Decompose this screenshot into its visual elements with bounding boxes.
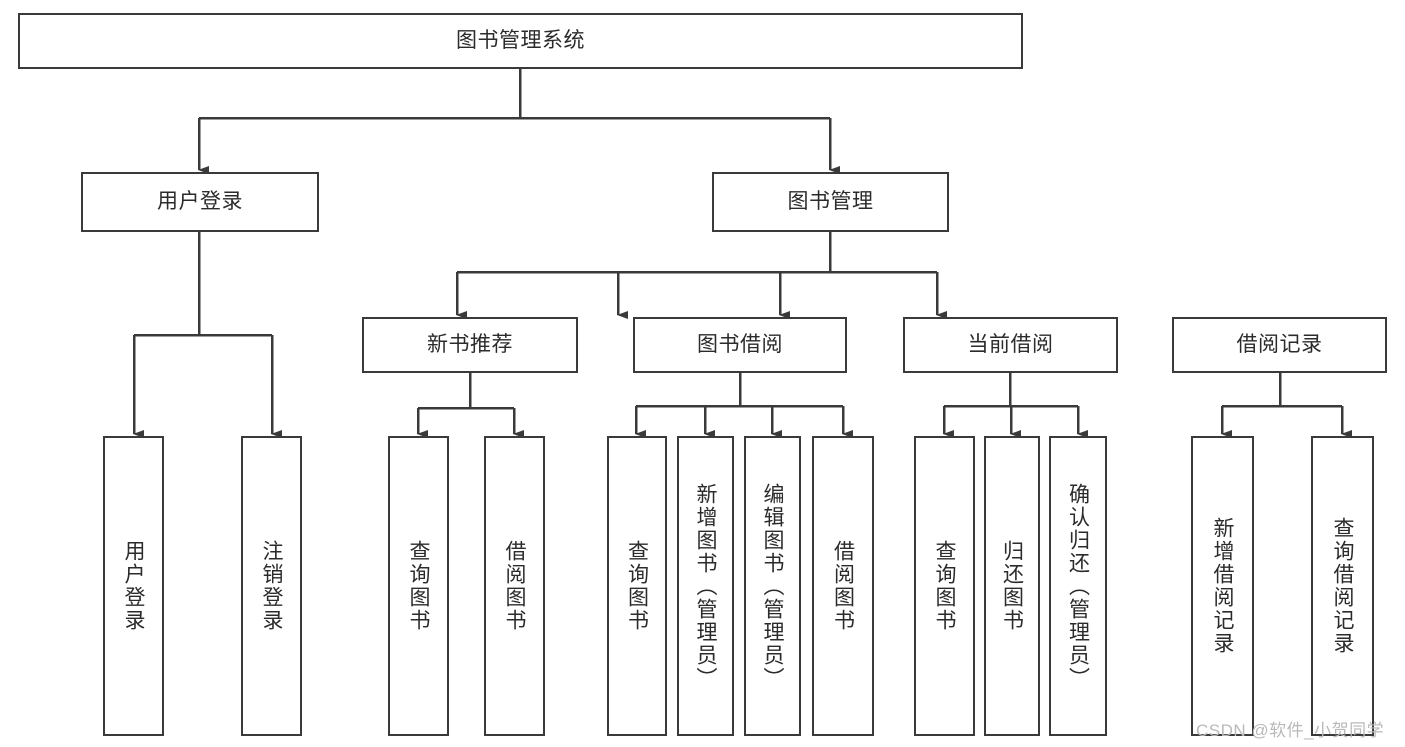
node-label: 注销登录 [260,540,283,632]
node-leaf-borrow-books-2[interactable]: 借阅图书 [812,436,874,736]
node-label: 用户登录 [122,540,145,632]
node-label: 图书管理系统 [456,29,585,53]
node-leaf-add-book-admin[interactable]: 新增图书（管理员） [677,436,734,736]
node-label: 确认归还（管理员） [1066,482,1090,690]
node-leaf-query-books-3[interactable]: 查询图书 [914,436,975,736]
node-leaf-logout[interactable]: 注销登录 [241,436,302,736]
node-leaf-add-borrow-record[interactable]: 新增借阅记录 [1191,436,1254,736]
node-label: 归还图书 [1000,540,1024,632]
node-book-management[interactable]: 图书管理 [712,172,949,232]
node-label: 编辑图书（管理员） [761,482,784,690]
node-label: 图书借阅 [697,333,783,357]
connector-layer [132,69,1352,438]
node-label: 借阅记录 [1236,333,1323,357]
node-label: 借阅图书 [503,540,526,632]
node-user-login[interactable]: 用户登录 [81,172,319,232]
node-leaf-confirm-return-admin[interactable]: 确认归还（管理员） [1049,436,1107,736]
node-leaf-borrow-books-1[interactable]: 借阅图书 [484,436,545,736]
node-root[interactable]: 图书管理系统 [18,13,1023,69]
node-current-borrowing[interactable]: 当前借阅 [903,317,1118,373]
node-label: 查询图书 [407,540,430,632]
node-leaf-query-books-1[interactable]: 查询图书 [388,436,449,736]
node-new-book-recommendation[interactable]: 新书推荐 [362,317,578,373]
node-leaf-user-login[interactable]: 用户登录 [103,436,164,736]
node-label: 当前借阅 [967,333,1054,357]
node-label: 查询图书 [625,540,649,632]
node-label: 新书推荐 [427,333,513,357]
node-label: 新增借阅记录 [1211,517,1234,655]
node-label: 新增图书（管理员） [694,482,717,690]
node-label: 图书管理 [787,190,874,214]
node-leaf-edit-book-admin[interactable]: 编辑图书（管理员） [744,436,801,736]
node-borrowing-record[interactable]: 借阅记录 [1172,317,1387,373]
node-leaf-query-borrow-record[interactable]: 查询借阅记录 [1311,436,1374,736]
node-book-borrowing[interactable]: 图书借阅 [633,317,847,373]
node-label: 借阅图书 [831,540,855,632]
node-label: 查询借阅记录 [1331,517,1354,655]
node-leaf-query-books-2[interactable]: 查询图书 [607,436,667,736]
node-label: 用户登录 [157,190,243,214]
node-label: 查询图书 [933,540,956,632]
node-leaf-return-books[interactable]: 归还图书 [984,436,1040,736]
